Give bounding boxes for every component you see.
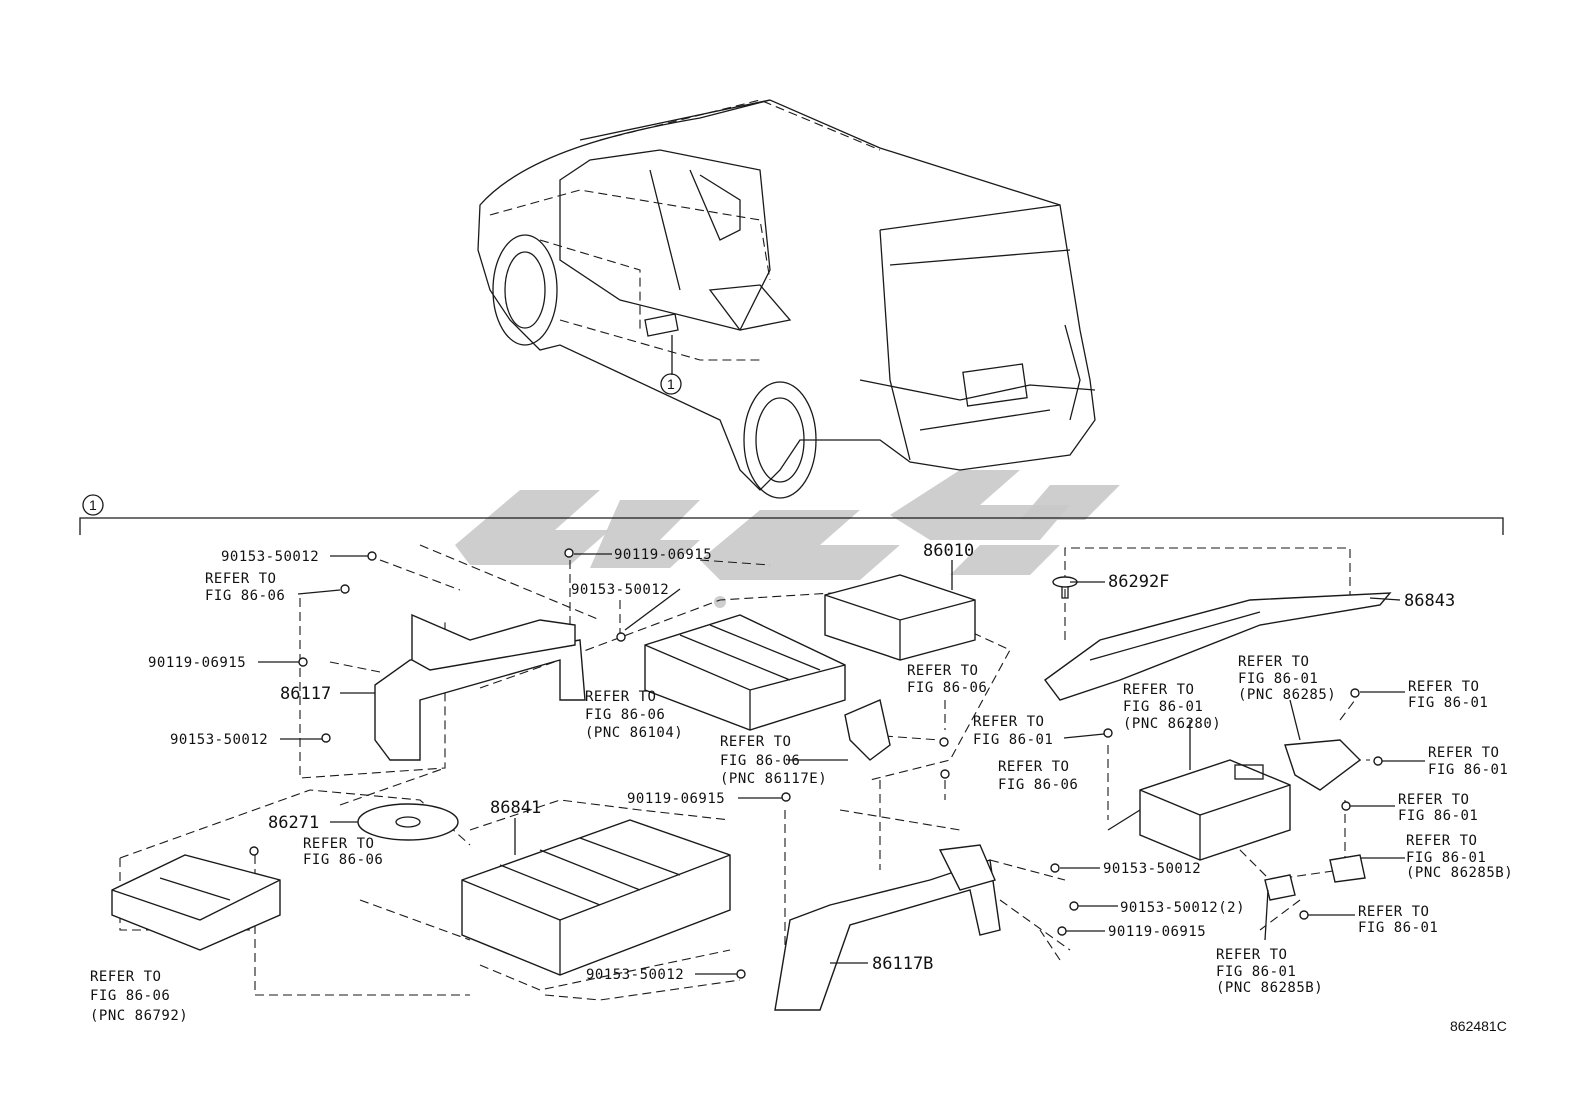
label-refer-a-1: REFER TO [205,571,276,587]
label-86271: 86271 [268,813,319,833]
label-90153-50012-e: 90153-50012(2) [1120,900,1245,916]
label-refer-b-1: REFER TO [585,689,656,705]
label-refer-m-1: REFER TO [1358,904,1429,920]
part-86104-unit [644,614,846,731]
part-86843-trim [1044,592,1392,701]
part-86117e-bracket [844,699,891,761]
label-refer-h-1: REFER TO [973,714,1044,730]
callout-marker: 1 [667,376,675,392]
detail-frame: 1 [79,494,1504,535]
label-refer-b-3: (PNC 86104) [585,725,683,741]
label-refer-d-1: REFER TO [720,734,791,750]
label-refer-i-1: REFER TO [1408,679,1479,695]
part-86010-module [824,574,976,661]
label-90153-50012-b: 90153-50012 [170,732,268,748]
callout-circle [660,373,682,395]
label-refer-l-2: FIG 86-01 [1406,850,1486,866]
part-86841-unit [461,819,731,976]
label-90153-50012-c: 90153-50012 [571,582,669,598]
label-refer-i-2: FIG 86-01 [1408,695,1488,711]
label-refer-p-3: (PNC 86792) [90,1008,188,1024]
label-90153-50012-a: 90153-50012 [221,549,319,565]
label-refer-k-1: REFER TO [1398,792,1469,808]
part-86792-unit [111,854,281,951]
label-90119-06915-b: 90119-06915 [1108,924,1206,940]
label-refer-f-2: FIG 86-01 [1238,671,1318,687]
label-refer-l-3: (PNC 86285B) [1406,865,1513,881]
label-refer-l-1: REFER TO [1406,833,1477,849]
part-86271-disc [357,803,459,841]
label-refer-o-1: REFER TO [303,836,374,852]
label-90119-06915-mid: 90119-06915 [627,791,725,807]
label-86841: 86841 [490,798,541,818]
label-refer-d-2: FIG 86-06 [720,753,800,769]
label-refer-n-2: FIG 86-01 [1216,964,1296,980]
label-86117b: 86117B [872,954,933,974]
label-refer-k-2: FIG 86-01 [1398,808,1478,824]
detail-callout-marker: 1 [89,497,97,513]
label-refer-f-3: (PNC 86285) [1238,687,1336,703]
label-refer-e-2: FIG 86-06 [998,777,1078,793]
label-refer-p-2: FIG 86-06 [90,988,170,1004]
part-86285-bracket [1284,739,1362,791]
vehicle-illustration: 1 [477,99,1096,499]
label-refer-p-1: REFER TO [90,969,161,985]
label-refer-f-1: REFER TO [1238,654,1309,670]
labels: 90153-50012 REFER TO FIG 86-06 90119-069… [90,541,1513,1034]
label-refer-c-2: FIG 86-06 [907,680,987,696]
label-refer-g-1: REFER TO [1123,682,1194,698]
label-90153-50012-f: 90153-50012 [586,967,684,983]
part-86280-unit [1107,759,1291,861]
label-86117: 86117 [280,684,331,704]
label-86010: 86010 [923,541,974,561]
label-86843: 86843 [1404,591,1455,611]
watermark-logo [455,470,1120,608]
label-refer-j-2: FIG 86-01 [1428,762,1508,778]
label-90119-06915-top: 90119-06915 [614,547,712,563]
label-90119-06915-a: 90119-06915 [148,655,246,671]
label-refer-g-2: FIG 86-01 [1123,699,1203,715]
part-86117-bracket [374,613,586,761]
label-refer-g-3: (PNC 86280) [1123,716,1221,732]
figure-code: 862481C [1450,1018,1507,1034]
label-refer-n-3: (PNC 86285B) [1216,980,1323,996]
leader-lines [258,553,1425,975]
label-refer-m-2: FIG 86-01 [1358,920,1438,936]
label-refer-j-1: REFER TO [1428,745,1499,761]
label-refer-n-1: REFER TO [1216,947,1287,963]
label-refer-e-1: REFER TO [998,759,1069,775]
label-refer-d-3: (PNC 86117E) [720,771,827,787]
part-86285b-bracket [1264,854,1366,901]
label-86292f: 86292F [1108,572,1169,592]
label-refer-o-2: FIG 86-06 [303,852,383,868]
label-90153-50012-d: 90153-50012 [1103,861,1201,877]
label-refer-b-2: FIG 86-06 [585,707,665,723]
part-86117b-bracket [774,844,1001,1011]
label-refer-a-2: FIG 86-06 [205,588,285,604]
label-refer-c-1: REFER TO [907,663,978,679]
label-refer-h-2: FIG 86-01 [973,732,1053,748]
